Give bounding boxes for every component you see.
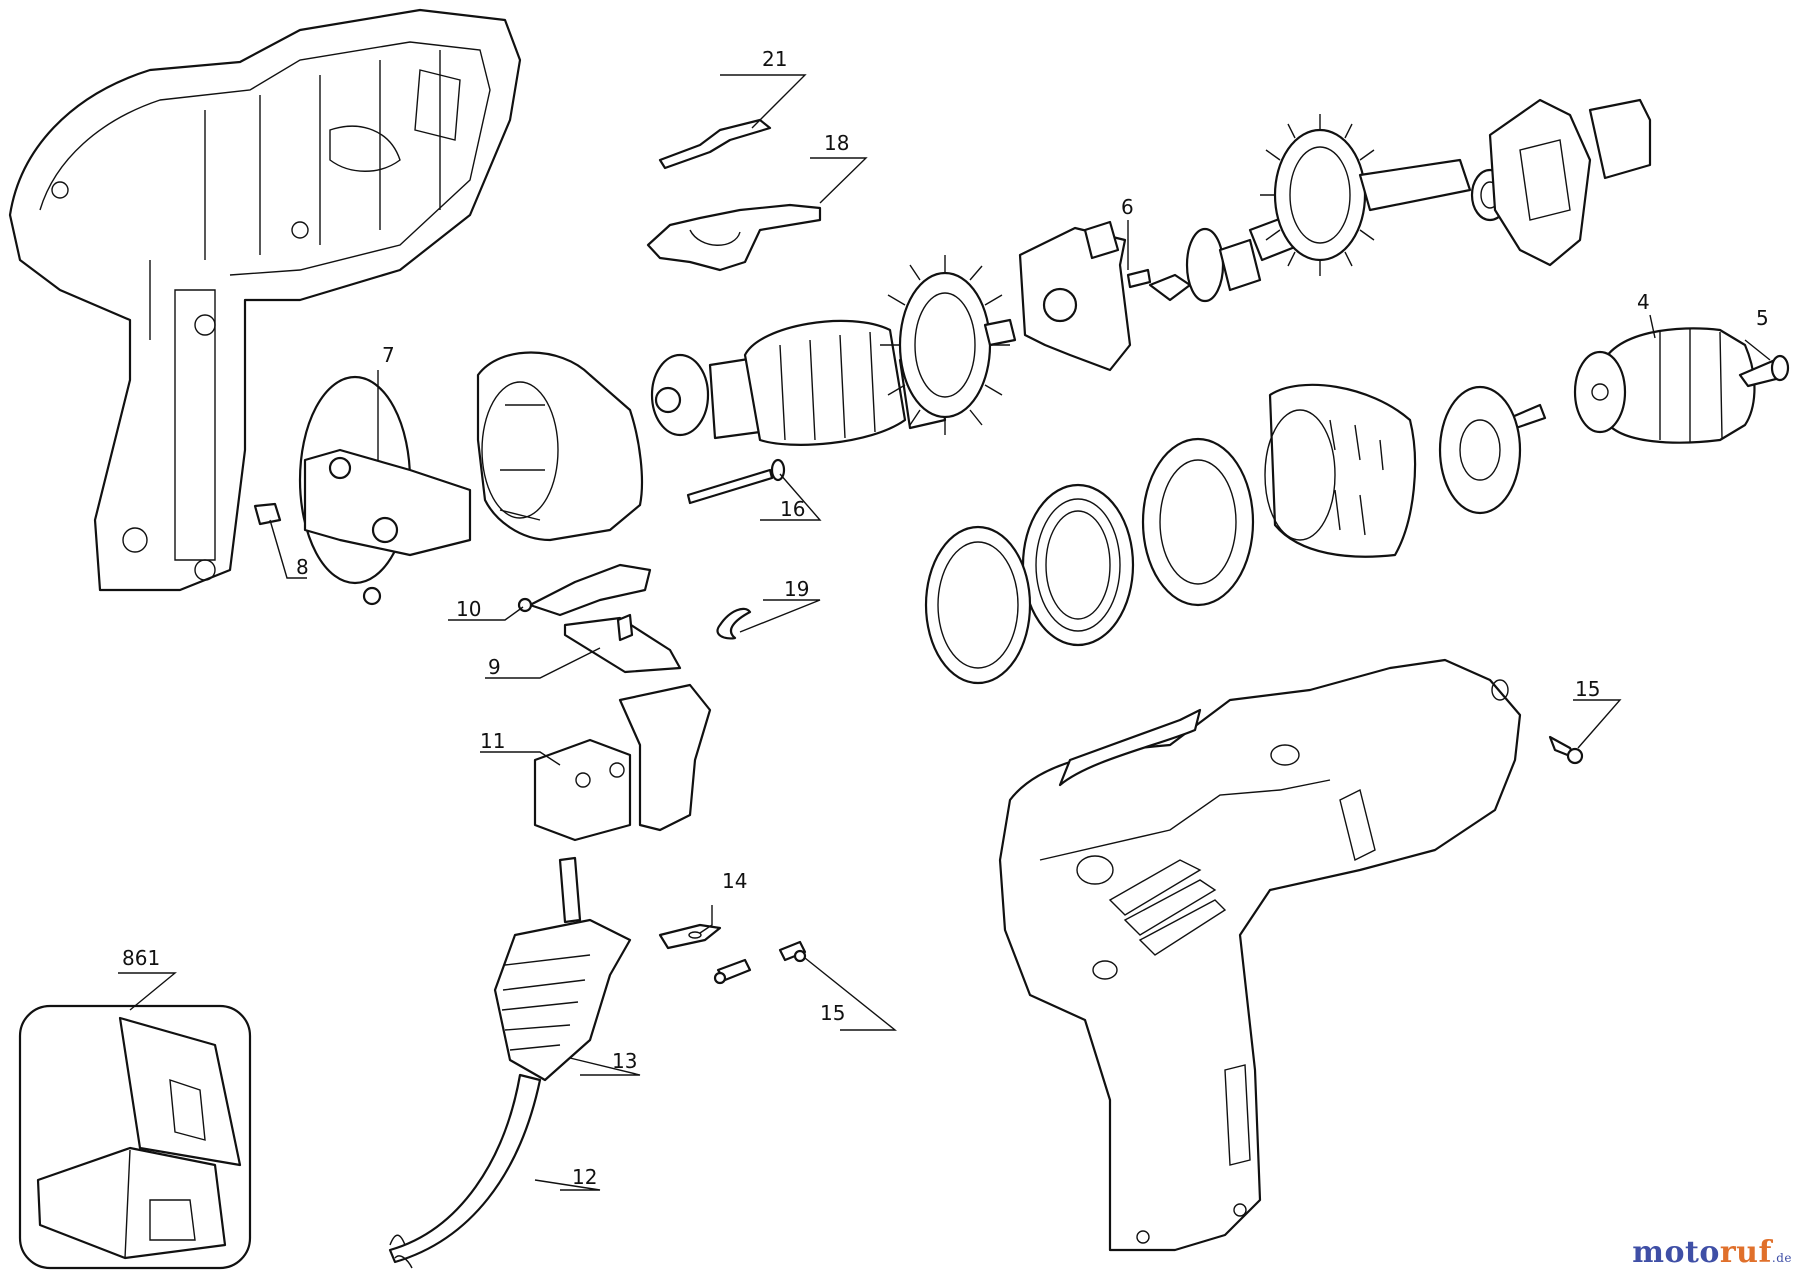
callout-13: 13: [612, 1049, 637, 1073]
carbon-brush: [253, 502, 282, 526]
field-stator: [476, 351, 644, 542]
driver-bit: [658, 118, 772, 170]
screw-single: [1548, 735, 1584, 765]
callout-4: 4: [1637, 290, 1650, 314]
callout-8: 8: [296, 555, 309, 579]
watermark-logo: motoruf.de: [1632, 1235, 1792, 1270]
callout-14: 14: [722, 869, 747, 893]
brush-holder-plate: [298, 375, 472, 606]
spring-clip: [716, 607, 752, 640]
washer-plate: [1438, 385, 1522, 515]
watermark-part-b: ruf: [1719, 1235, 1772, 1270]
power-cord: [388, 1073, 542, 1269]
screw-pair: [713, 940, 807, 985]
armature: [650, 255, 1017, 446]
flat-ring: [924, 525, 1032, 685]
callout-10: 10: [456, 597, 481, 621]
callout-15-bottom: 15: [820, 1001, 845, 1025]
gear-plate: [1018, 220, 1132, 372]
callout-18: 18: [824, 131, 849, 155]
intermediate-gear: [1148, 227, 1262, 303]
slide-switch: [563, 613, 682, 674]
cord-clamp: [658, 923, 722, 950]
callout-6: 6: [1121, 195, 1134, 219]
callout-11: 11: [480, 729, 505, 753]
gear-case: [1488, 98, 1652, 267]
callout-19: 19: [784, 577, 809, 601]
callout-861: 861: [122, 946, 160, 970]
watermark-tld: .de: [1771, 1251, 1792, 1265]
reversing-lever: [517, 563, 652, 617]
cord-protector: [493, 856, 632, 1082]
callout-15-right: 15: [1575, 677, 1600, 701]
bit-holder-clip: [646, 203, 822, 272]
callout-16: 16: [780, 497, 805, 521]
trigger-switch: [533, 683, 712, 842]
callout-5: 5: [1756, 306, 1769, 330]
front-collar: [1264, 383, 1417, 558]
keyless-chuck: [1573, 327, 1756, 444]
carry-case-box: [18, 1004, 252, 1270]
callout-9: 9: [488, 655, 501, 679]
callout-labels: 21 18 6 4 5 7 8 16 10 19 9 11 15 14 15 1…: [122, 47, 1769, 1189]
watermark-part-a: moto: [1632, 1235, 1720, 1270]
chuck-screw: [1738, 354, 1790, 388]
housing-left-half: [8, 8, 522, 592]
leader-lines: [118, 74, 1771, 1191]
through-bolt: [686, 458, 786, 505]
housing-right-half: [998, 658, 1522, 1252]
spring: [1021, 483, 1135, 647]
callout-7: 7: [382, 343, 395, 367]
callout-21: 21: [762, 47, 787, 71]
spindle-assembly: [1248, 114, 1472, 276]
pin: [1126, 268, 1152, 289]
gear-ring: [1141, 437, 1255, 607]
callout-12: 12: [572, 1165, 597, 1189]
